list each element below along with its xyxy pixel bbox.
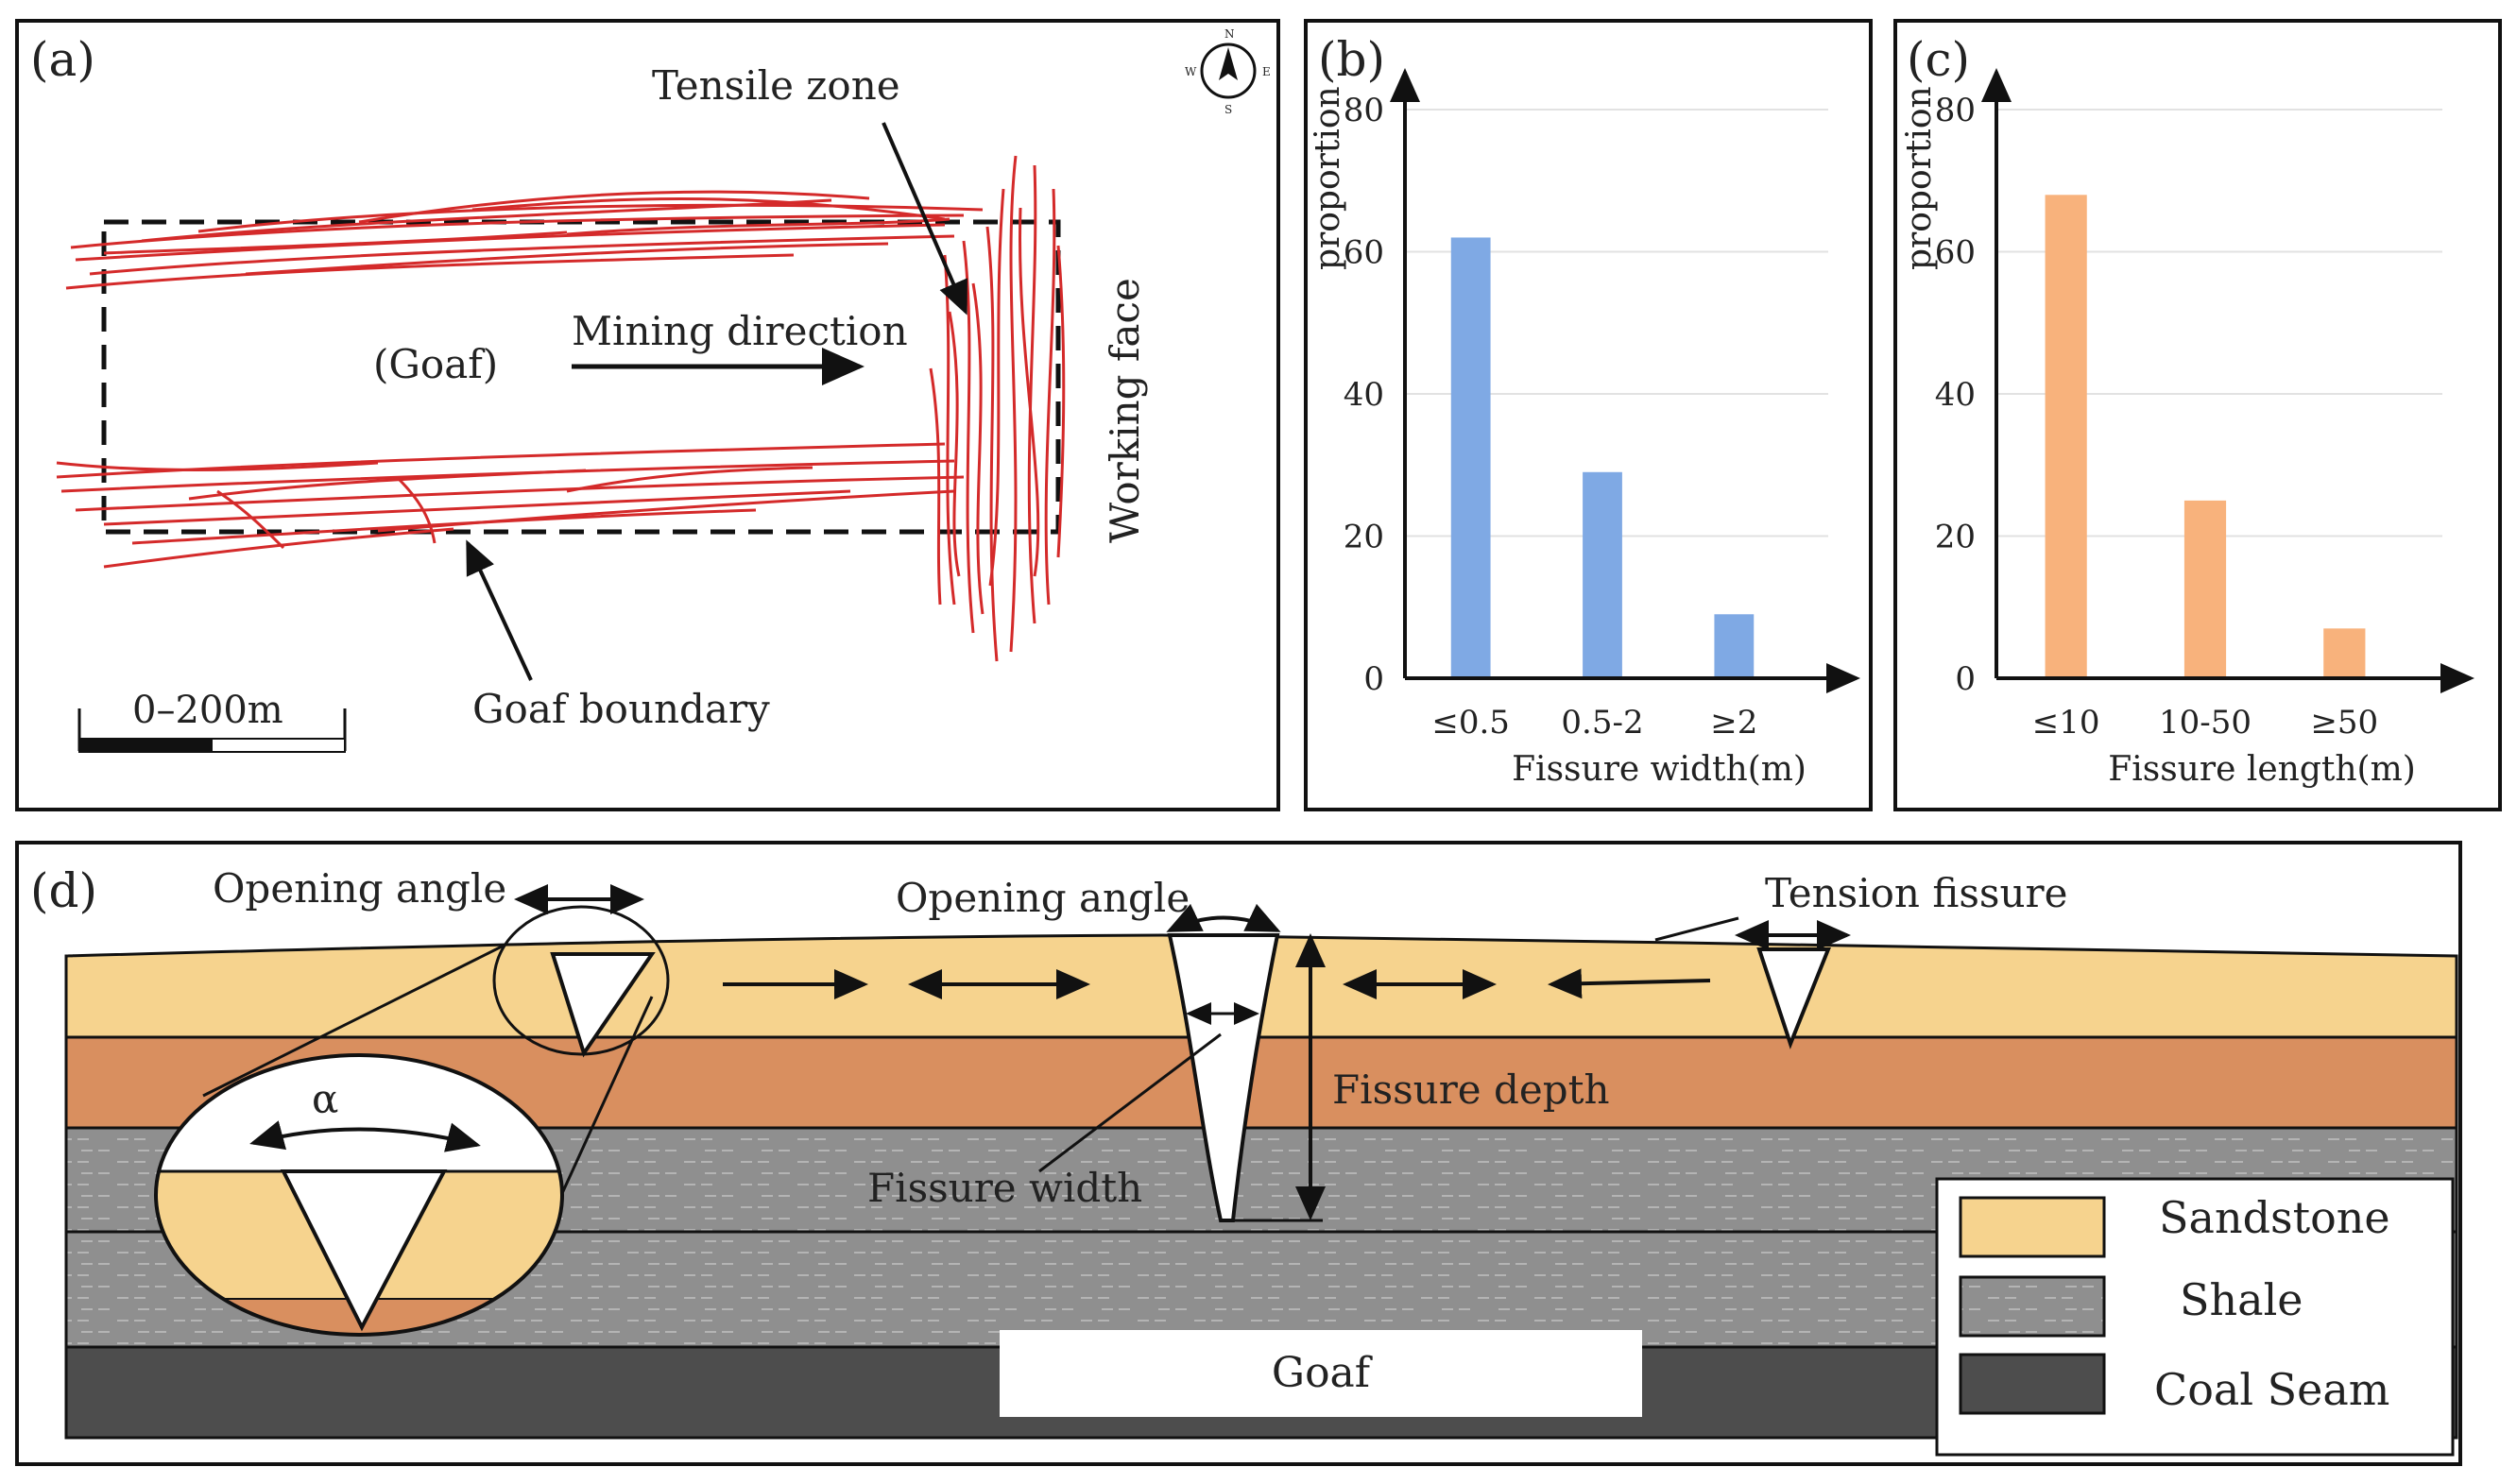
chart-c-ytick-label: 60 bbox=[1935, 234, 1976, 272]
legend-label-sandstone: Sandstone bbox=[2159, 1192, 2390, 1243]
goaf-cavity bbox=[1000, 1330, 1642, 1417]
chart-c-bar bbox=[2323, 628, 2366, 678]
goaf-boundary-arrow bbox=[466, 539, 533, 681]
tensile-zone-arrow bbox=[882, 122, 967, 316]
working-face-label: Working face bbox=[1102, 278, 1148, 543]
chart-c-ylabel: proportion bbox=[1900, 86, 1939, 270]
alpha-arc-arrow bbox=[249, 1120, 481, 1152]
chart-c-ytick-label: 80 bbox=[1935, 92, 1976, 129]
tensile-zone-label: Tensile zone bbox=[652, 62, 900, 109]
compass-n: N bbox=[1224, 27, 1235, 41]
chart-b-xtick-label: 0.5-2 bbox=[1561, 704, 1643, 742]
chart-b-bar bbox=[1450, 237, 1491, 678]
chart-c-bar bbox=[2183, 500, 2227, 678]
compass-s: S bbox=[1224, 103, 1232, 116]
chart-b-ytick-label: 80 bbox=[1344, 92, 1384, 129]
legend-label-shale: Shale bbox=[2180, 1274, 2303, 1325]
panel-a-frame bbox=[15, 19, 1280, 811]
chart-c-xlabel: Fissure length(m) bbox=[2108, 750, 2416, 789]
chart-b-xtick-label: ≥2 bbox=[1710, 704, 1757, 742]
compass-w: W bbox=[1185, 65, 1197, 78]
panel-b-frame bbox=[1304, 19, 1873, 811]
goaf-cavity-label: Goaf bbox=[1272, 1349, 1373, 1397]
panel-c-frame bbox=[1893, 19, 2502, 811]
panel-a: (a) bbox=[15, 19, 1280, 811]
opening-angle-mid-arc bbox=[1166, 903, 1281, 932]
chart-b-ytick-label: 20 bbox=[1344, 519, 1384, 556]
fissure-depth-label: Fissure depth bbox=[1332, 1066, 1610, 1113]
chart-c-bar bbox=[2045, 195, 2087, 679]
legend: Sandstone Shale Coal Seam bbox=[1935, 1177, 2455, 1457]
scale-bar-label: 0–200m bbox=[132, 689, 283, 732]
goaf-boundary-rect bbox=[101, 219, 1061, 535]
compass-e: E bbox=[1262, 65, 1271, 78]
left-fissure bbox=[550, 952, 656, 1058]
fissures-top bbox=[65, 190, 984, 290]
panel-b-letter: (b) bbox=[1318, 32, 1385, 87]
strain-arrow-4 bbox=[1548, 968, 1711, 999]
chart-b-bar bbox=[1714, 614, 1755, 678]
panel-c: (c) 0 20 40 60 80 ≤10 10-50 ≥50 proportionFissur… bbox=[1893, 19, 2502, 811]
chart-b-xlabel: Fissure width(m) bbox=[1512, 750, 1806, 789]
magnifier-line-top bbox=[202, 943, 506, 1098]
legend-swatch-sandstone bbox=[1959, 1196, 2106, 1258]
chart-b-xtick-label: ≤0.5 bbox=[1431, 704, 1510, 742]
compass-icon: N S W E bbox=[1185, 27, 1271, 116]
chart-b-ylabel: proportion bbox=[1309, 86, 1347, 270]
panel-a-letter: (a) bbox=[30, 32, 95, 87]
goaf-boundary-label: Goaf boundary bbox=[472, 686, 770, 732]
panel-b: (b) 0 20 40 60 80 ≤0.5 0.5-2 ≥2 proportionFissur… bbox=[1304, 19, 1873, 811]
fissure-width-label: Fissure width bbox=[867, 1165, 1142, 1211]
opening-angle-left-label: Opening angle bbox=[213, 865, 506, 912]
legend-swatch-shale bbox=[1959, 1275, 2106, 1338]
opening-angle-mid-label: Opening angle bbox=[896, 875, 1190, 921]
chart-b-ytick-label: 0 bbox=[1363, 660, 1384, 698]
chart-c-ytick-label: 0 bbox=[1955, 660, 1976, 698]
legend-label-coal-seam: Coal Seam bbox=[2154, 1364, 2389, 1415]
magnifier-circle bbox=[154, 1053, 564, 1337]
mining-direction-label: Mining direction bbox=[572, 308, 908, 354]
chart-c-ytick-label: 20 bbox=[1935, 519, 1976, 556]
chart-b-ytick-label: 60 bbox=[1344, 234, 1384, 272]
panel-d-letter: (d) bbox=[30, 863, 97, 918]
panel-d: (d) Goaf α Opening angle bbox=[15, 841, 2462, 1466]
tension-fissure-leader bbox=[1654, 916, 1739, 942]
chart-c-xtick-label: 10-50 bbox=[2159, 704, 2252, 742]
fissures-bottom bbox=[56, 442, 965, 569]
tension-fissure-label: Tension fissure bbox=[1765, 870, 2067, 916]
chart-c-ytick-label: 40 bbox=[1935, 376, 1976, 414]
alpha-label: α bbox=[312, 1076, 338, 1122]
chart-b-ytick-label: 40 bbox=[1344, 376, 1384, 414]
goaf-label: (Goaf) bbox=[373, 341, 498, 387]
fissure-width-leader bbox=[1038, 1032, 1222, 1173]
chart-c-xtick-label: ≤10 bbox=[2032, 704, 2100, 742]
chart-b-bar bbox=[1583, 471, 1622, 678]
legend-swatch-coal-seam bbox=[1959, 1353, 2106, 1415]
scale-bar: 0–200m bbox=[77, 689, 347, 753]
chart-c-xtick-label: ≥50 bbox=[2310, 704, 2378, 742]
panel-c-letter: (c) bbox=[1907, 32, 1970, 87]
